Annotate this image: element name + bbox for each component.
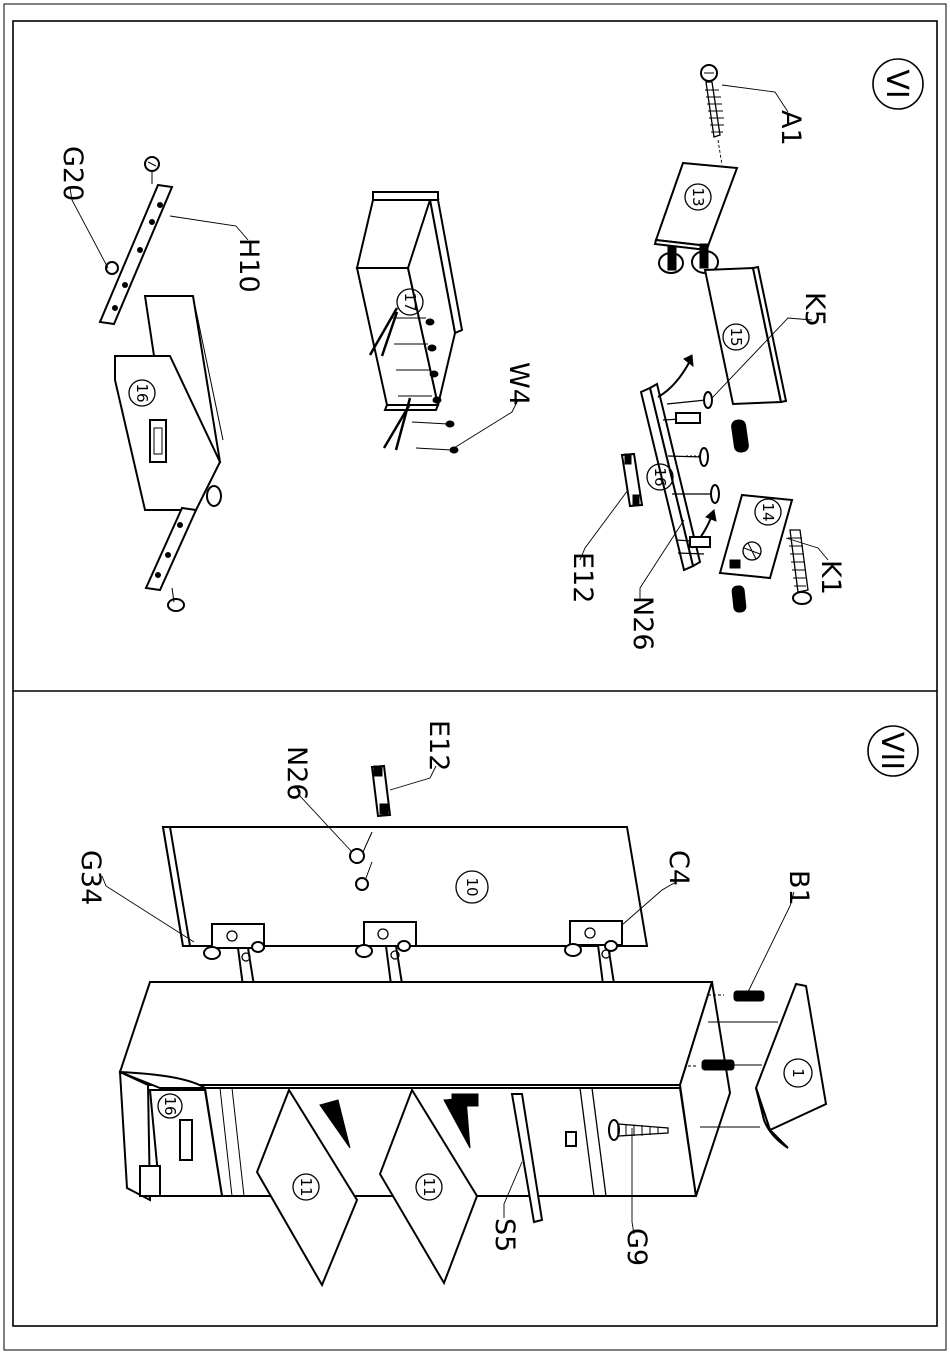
part-17-box: 17	[357, 192, 462, 453]
svg-text:16: 16	[133, 383, 151, 402]
svg-text:13: 13	[689, 187, 707, 206]
b1-leader	[748, 892, 794, 992]
part-13-panel: 13	[655, 163, 737, 250]
label-k5: K5	[799, 292, 830, 327]
label-a1: A1	[775, 110, 806, 146]
label-e12-vii: E12	[423, 720, 454, 771]
svg-text:14: 14	[759, 502, 777, 521]
label-h10: H10	[233, 238, 264, 293]
svg-text:15: 15	[727, 327, 745, 346]
label-k1: K1	[815, 560, 846, 595]
label-c4: C4	[663, 850, 694, 886]
label-n26-vii: N26	[281, 746, 312, 801]
drawer-16: 16	[115, 296, 223, 510]
step-vi-label: VI	[879, 69, 914, 98]
h10-leader	[170, 216, 248, 240]
label-e12-vi: E12	[567, 552, 598, 603]
svg-text:17: 17	[401, 292, 419, 311]
label-b1: B1	[783, 870, 814, 906]
svg-text:10: 10	[463, 877, 481, 896]
label-g9: G9	[621, 1228, 652, 1266]
e12-leader	[580, 490, 628, 560]
svg-text:16: 16	[651, 467, 669, 486]
svg-text:1: 1	[789, 1068, 807, 1078]
step-vii-label: VII	[874, 732, 909, 770]
label-g34: G34	[75, 850, 106, 905]
svg-text:11: 11	[420, 1177, 438, 1196]
a1-leader	[722, 85, 788, 112]
dowel-vi-2	[732, 585, 747, 612]
label-g20: G20	[57, 146, 88, 201]
label-n26-vi: N26	[627, 596, 658, 651]
label-w4: W4	[503, 362, 534, 406]
dowel-vi	[731, 419, 749, 453]
part-14-panel: 14	[720, 495, 792, 578]
panel-vii: VII 10	[75, 720, 918, 1285]
a1-screw	[701, 65, 724, 165]
panel-vi: VI A1 13 15	[57, 59, 923, 651]
step-number-vii: VII	[868, 726, 918, 776]
w4-leader	[454, 400, 518, 448]
e12-handle-vii	[372, 766, 390, 816]
step-number-vi: VI	[873, 59, 923, 109]
part-15-panel: 15	[705, 267, 786, 404]
svg-text:11: 11	[297, 1177, 315, 1196]
svg-text:16: 16	[161, 1096, 179, 1115]
e12-handle-vi	[622, 454, 642, 506]
k1-screw	[788, 530, 811, 604]
label-s5: S5	[489, 1218, 520, 1252]
